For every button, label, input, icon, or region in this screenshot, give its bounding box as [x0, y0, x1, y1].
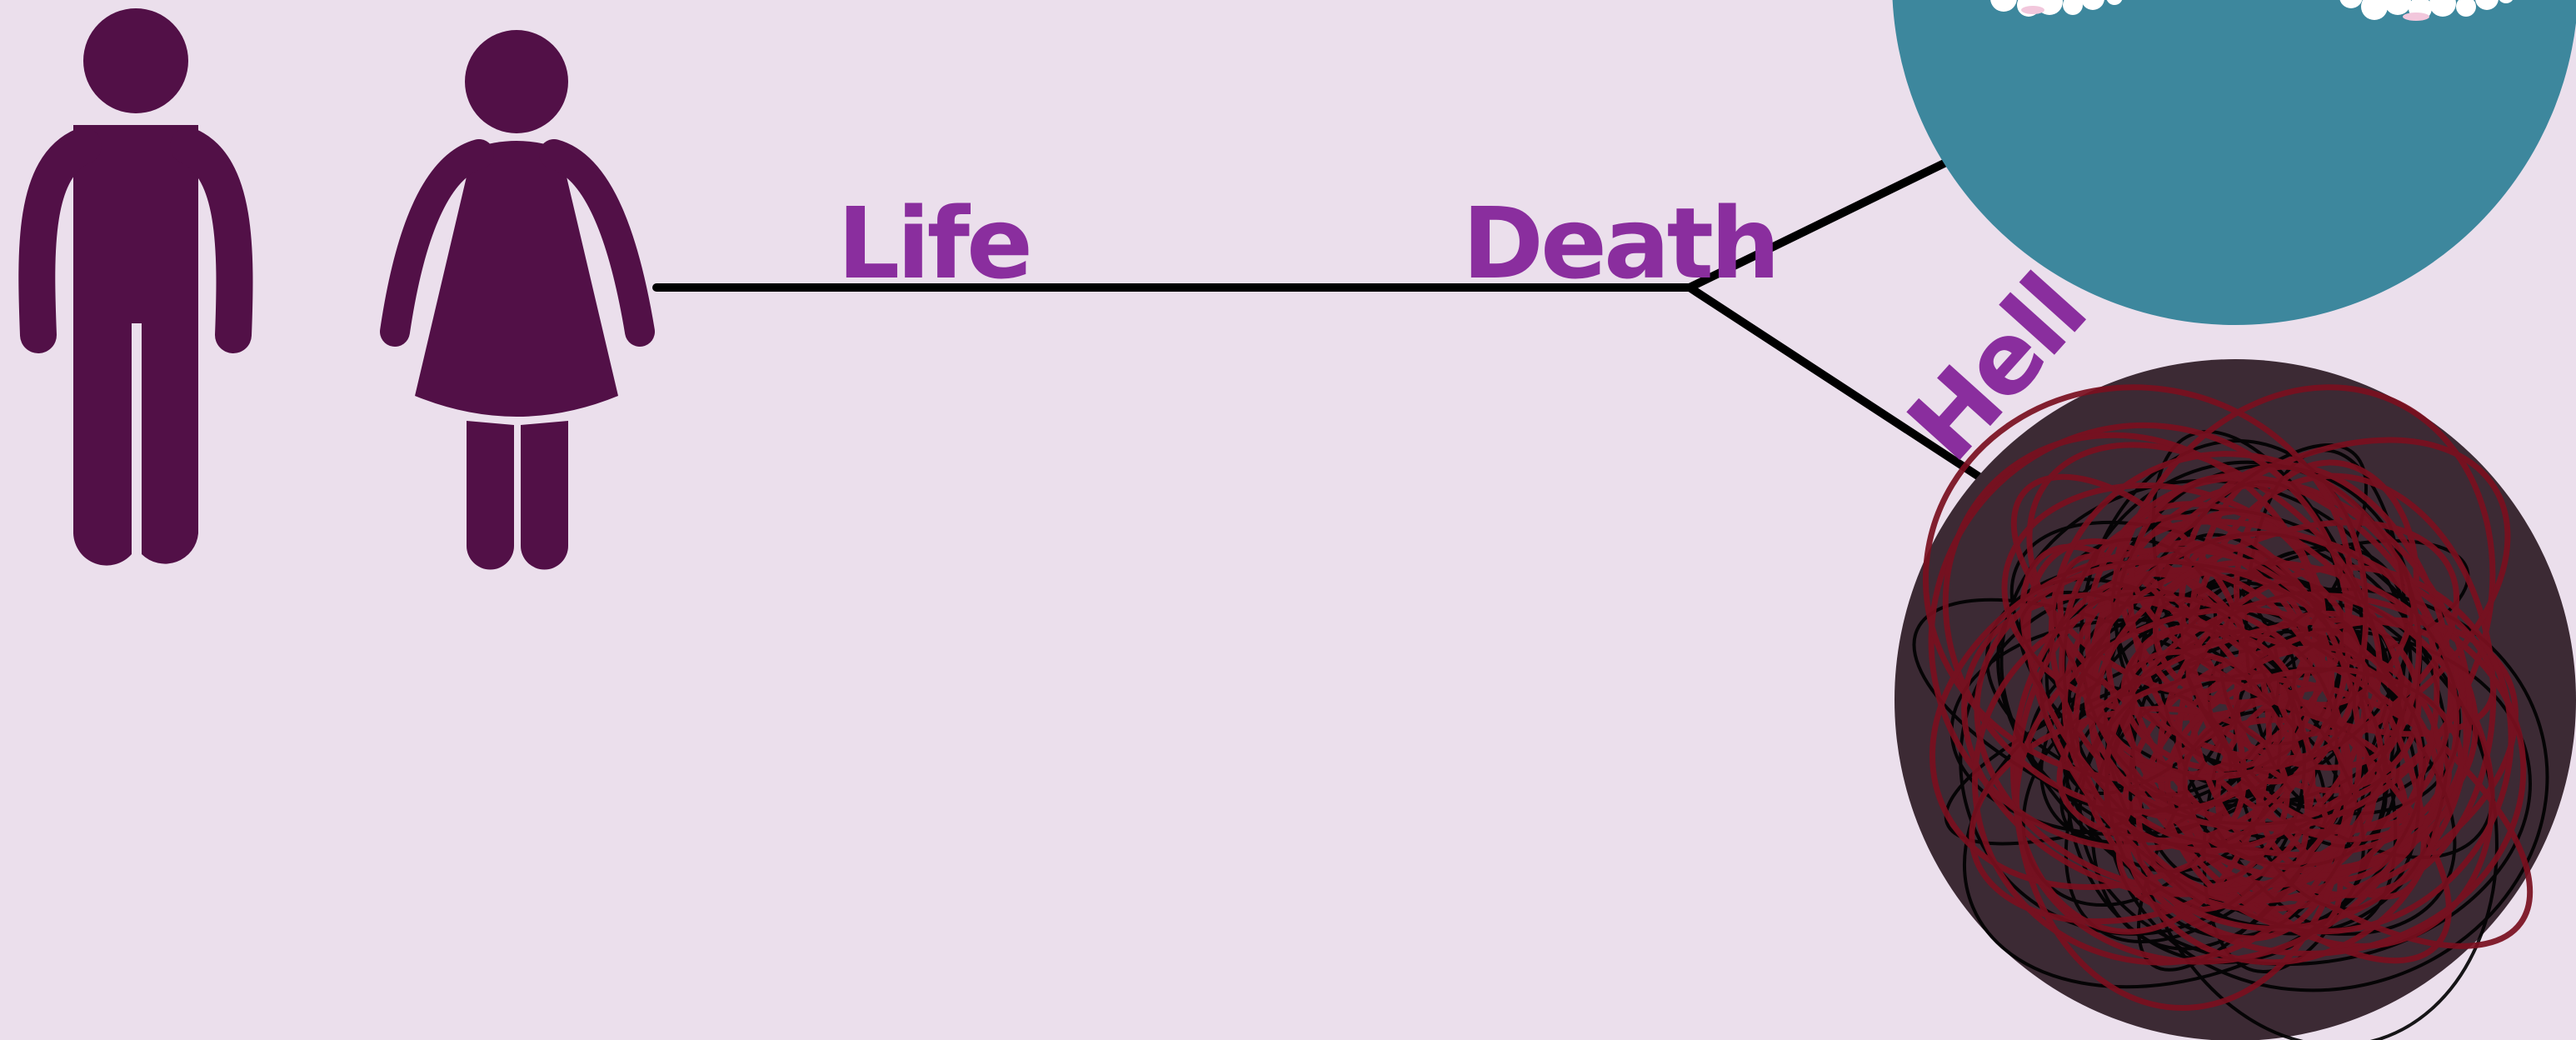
timeline [652, 152, 1987, 483]
man-icon [18, 8, 253, 566]
scribble-loop [2078, 628, 2532, 967]
cloud-icon [2339, 0, 2513, 21]
scribble-loop [2019, 543, 2247, 842]
scribble-loop [1974, 558, 2390, 895]
scribble-loop [1942, 432, 2326, 816]
branch-to-heaven [1685, 152, 1962, 292]
hell-icon [1895, 359, 2576, 1040]
scribble-loop [1971, 595, 2353, 966]
branch-to-hell [1685, 283, 1987, 483]
cloud-icon [1990, 0, 2123, 17]
scribble-loop [2164, 666, 2464, 880]
life-label: Life [837, 186, 1030, 301]
scribble-loop [2059, 514, 2363, 904]
scribble-loop [1922, 384, 2354, 783]
scribble-loop [2048, 451, 2422, 830]
heaven-icon [1892, 0, 2576, 325]
woman-icon [380, 30, 655, 570]
death-label: Death [1462, 186, 1777, 301]
red-scribble [1922, 384, 2534, 1011]
scribble-loop [2156, 564, 2514, 935]
scribble-loop [2094, 519, 2460, 781]
